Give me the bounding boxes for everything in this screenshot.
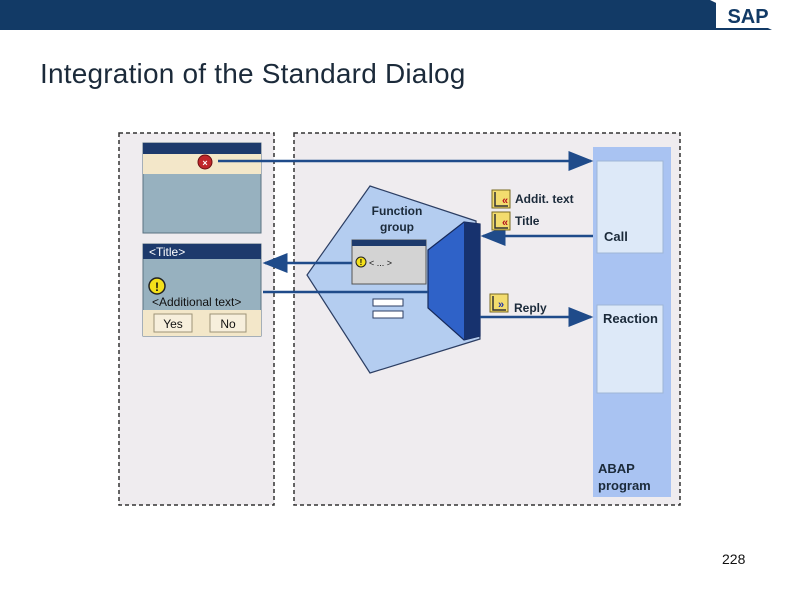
function-group-label-line1: Function: [372, 204, 423, 218]
screen-bar-top: [372, 298, 404, 307]
reaction-box: [596, 304, 664, 394]
no-button-label: No: [220, 317, 236, 331]
interface-block-side: [464, 222, 480, 340]
title-parameter-label: Title: [515, 214, 540, 228]
reply-parameter-icon: »: [489, 293, 509, 313]
popup-message: <Additional text>: [152, 295, 241, 309]
svg-text:×: ×: [202, 158, 207, 168]
sap-logo: SAP: [710, 0, 800, 30]
warning-icon: !: [148, 277, 166, 295]
top-banner: [0, 0, 800, 30]
screen-bar-bottom: [372, 310, 404, 319]
yes-button[interactable]: [153, 313, 193, 333]
svg-text:«: «: [502, 217, 508, 229]
call-box: [596, 160, 664, 254]
call-label: Call: [604, 229, 628, 244]
reaction-label: Reaction: [603, 311, 658, 326]
sap-logo-text: SAP: [727, 6, 768, 28]
inner-warning-icon: !: [355, 256, 367, 268]
svg-text:»: »: [498, 299, 504, 311]
slide-title: Integration of the Standard Dialog: [40, 58, 466, 89]
page-number: 228: [722, 551, 746, 567]
abap-label-line1: ABAP: [598, 461, 635, 476]
svg-text:!: !: [155, 280, 159, 294]
addit-text-label: Addit. text: [515, 192, 574, 206]
title-parameter-icon: «: [491, 211, 511, 231]
svg-text:«: «: [502, 195, 508, 207]
inner-dialog-text: < ... >: [369, 258, 392, 268]
no-button[interactable]: [209, 313, 247, 333]
addit-text-parameter-icon: «: [491, 189, 511, 209]
abap-label-line2: program: [598, 478, 651, 493]
error-icon: ×: [197, 154, 213, 170]
yes-button-label: Yes: [163, 317, 183, 331]
popup-title: <Title>: [149, 245, 185, 259]
svg-text:!: !: [360, 258, 363, 267]
reply-label: Reply: [514, 301, 547, 315]
function-group-label-line2: group: [380, 220, 414, 234]
